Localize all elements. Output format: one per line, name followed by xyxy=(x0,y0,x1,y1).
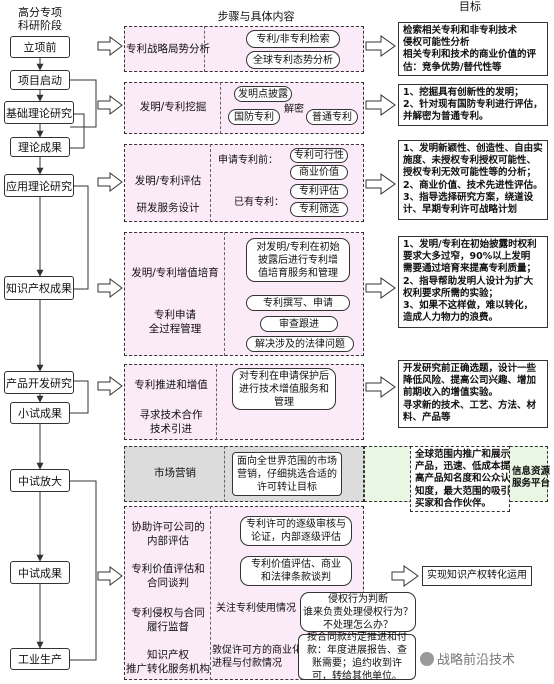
patent-assessment-box: 专利评估 xyxy=(290,184,348,199)
stage-scale-up: 中试放大 xyxy=(10,469,70,492)
block-arrow xyxy=(365,376,396,398)
stage-industrial: 工业生产 xyxy=(10,648,70,670)
block-arrow xyxy=(97,376,123,396)
band-divider xyxy=(224,446,225,502)
goal-strategy: 检索相关专利和非专利技术侵权可能性分析 相关专利和技术的商业价值的评估：竞争优势… xyxy=(398,22,548,76)
band-divider xyxy=(204,26,205,72)
licensing-title-4: 知识产权推广转化服务机构 xyxy=(126,649,210,675)
info-platform-label: 信息资源服务平台 xyxy=(512,466,551,489)
band-divider xyxy=(220,82,221,134)
value-added-box: 对专利在申请保护后 进行技术增值服务和 管理 xyxy=(232,368,336,410)
block-arrow xyxy=(365,173,396,195)
cooperation-title: 寻求技术合作 xyxy=(139,409,203,421)
licensing-title-2: 专利价值评估和合同谈判 xyxy=(131,563,205,589)
patent-search-box: 专利/非专利检索 xyxy=(246,30,340,48)
application-title-2: 全过程管理 xyxy=(148,323,202,335)
stage-project-start: 项目启动 xyxy=(10,70,70,90)
goal-mining: 1、挖掘具有创新性的发明；2、针对现有国防专利进行评估， 并解密为普通专利。 xyxy=(398,84,548,126)
payment-label: 敦促许可方的商业化进程与付款情况 xyxy=(212,645,302,669)
stage-theory-result: 理论成果 xyxy=(10,137,70,157)
cultivation-box: 对发明/专利在初始 披露后进行专利增 值培育服务和管理 xyxy=(246,238,350,282)
goal-ip-utilization: 实现知识产权转化运用 xyxy=(422,566,532,586)
bracket xyxy=(70,480,97,661)
goal-marketing: 全球范围内推广和展示产品，迅速、低成本提 高产品知名度和公众认知度，最大范围的吸… xyxy=(410,446,510,512)
decrypt-label: 解密 xyxy=(284,104,304,115)
value-negotiation-box: 专利价值评估、商业 和法律条款谈判 xyxy=(240,556,352,586)
ordinary-patent-box: 普通专利 xyxy=(306,109,358,125)
stage-product-dev: 产品开发研究 xyxy=(4,371,74,394)
usage-watch-label: 关注专利使用情况 xyxy=(216,603,296,614)
payment-box: 按合同款约定推进和付 款：年度进展报告、查 账需要；追约收到许 可，转给其他单位… xyxy=(298,632,416,682)
block-arrow xyxy=(97,36,123,56)
promotion-title: 专利推进和增值 xyxy=(134,379,208,391)
goal-promotion: 开发研究前正确选题，设计一些降低风险、提高公司兴趣、增加 前期收入的增值实验。寻… xyxy=(398,360,548,428)
block-arrows xyxy=(97,35,419,587)
block-arrow xyxy=(365,35,396,57)
block-arrow xyxy=(365,94,396,116)
examination-box: 审查跟进 xyxy=(260,316,338,332)
block-arrow xyxy=(97,566,123,586)
existing-patent-label: 已有专利： xyxy=(234,197,284,208)
strategy-title: 专利战略局势分析 xyxy=(126,43,210,55)
stage-scale-result: 中试成果 xyxy=(10,561,70,584)
stage-pilot-result: 小试成果 xyxy=(10,402,70,424)
band-divider xyxy=(224,232,225,356)
design-title: 研发服务设计 xyxy=(136,202,200,214)
band-divider xyxy=(210,144,211,222)
bracket xyxy=(70,185,89,290)
bracket xyxy=(70,79,97,128)
band-divider xyxy=(216,364,217,440)
marketing-title: 市场营销 xyxy=(154,467,196,479)
legal-issues-box: 解决涉及的法律问题 xyxy=(246,336,354,352)
before-apply-label: 申请专利前： xyxy=(218,155,278,166)
drafting-box: 专利撰写、申请 xyxy=(246,295,350,311)
bracket xyxy=(70,113,85,149)
block-arrow xyxy=(97,172,123,192)
global-landscape-box: 全球专利态势分析 xyxy=(246,51,340,69)
patent-screening-box: 专利筛选 xyxy=(290,202,348,217)
feasibility-box: 专利可行性 xyxy=(290,148,348,163)
evaluation-title: 发明/专利评估 xyxy=(134,175,202,187)
licensing-title-3: 专利侵权与合同履行监督 xyxy=(131,607,205,633)
block-arrow xyxy=(97,278,123,298)
stage-header: 高分专项科研阶段 xyxy=(18,6,62,32)
block-arrow xyxy=(97,95,123,115)
application-title-1: 专利申请 xyxy=(154,309,196,321)
defense-patent-box: 国防专利 xyxy=(228,109,280,125)
licensing-title-1: 协助许可公司的内部评估 xyxy=(131,521,205,547)
mining-title: 发明/专利挖掘 xyxy=(139,101,207,113)
stage-applied-research: 应用理论研究 xyxy=(4,174,74,197)
goal-evaluation: 1、发明新颖性、创造性、自由实施度、未授权专利授权可能性、 授权专利无效可能性等… xyxy=(398,140,548,220)
steps-header: 步骤与具体内容 xyxy=(217,10,295,23)
cultivation-title: 发明/专利增值培育 xyxy=(131,267,219,279)
watermark: 战略前沿技术 xyxy=(420,652,515,667)
infringement-box: 侵权行为判断 谁来负责处理侵权行为？ 不处理怎么办？ xyxy=(300,592,416,632)
watermark-icon xyxy=(420,652,434,666)
stage-pre-project: 立项前 xyxy=(10,36,70,58)
commercial-value-box: 商业价值 xyxy=(290,165,348,180)
block-arrow xyxy=(391,565,419,587)
band-divider xyxy=(210,506,211,680)
stage-ip-result: 知识产权成果 xyxy=(4,276,74,300)
bracket xyxy=(70,380,89,414)
goal-header: 目标 xyxy=(459,0,481,13)
block-arrow xyxy=(365,277,396,299)
stage-basic-research: 基础理论研究 xyxy=(4,101,74,124)
import-title: 技术引进 xyxy=(150,423,192,435)
global-marketing-box: 面向全世界范围的市场 营销，仔细挑选合适的 许可转让目标 xyxy=(232,452,342,496)
goal-cultivation: 1、发明/专利在初始披露时权利要求大多过窄，90%以上发明 需要通过培育来提高专… xyxy=(398,236,548,328)
internal-review-box: 专利许可的逐级审核与 论证，内部逐级评估 xyxy=(240,516,352,546)
disclosure-box: 发明点披露 xyxy=(234,86,292,102)
